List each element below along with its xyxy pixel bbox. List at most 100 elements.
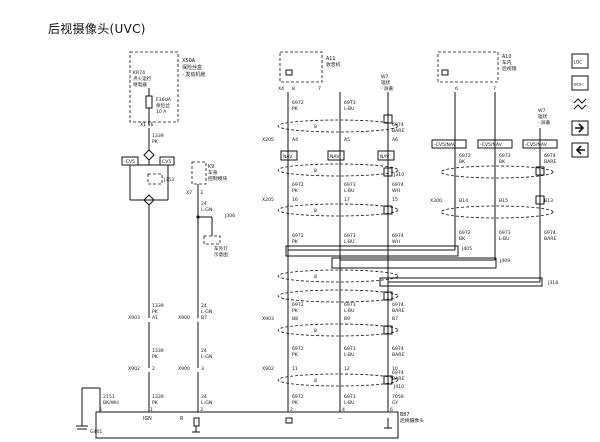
svg-text:24: 24 bbox=[201, 201, 207, 207]
svg-text:6974: 6974 bbox=[392, 346, 404, 352]
svg-text:L-GN: L-GN bbox=[201, 309, 212, 315]
svg-text:LOC: LOC bbox=[574, 60, 583, 66]
fuse-label: 10 A bbox=[156, 109, 167, 115]
svg-text:1339: 1339 bbox=[152, 394, 164, 400]
twisted-pair-shield bbox=[277, 289, 399, 303]
relay-label: 继电器 bbox=[133, 81, 147, 88]
svg-text:BARE: BARE bbox=[544, 159, 556, 165]
svg-text:8: 8 bbox=[314, 378, 317, 384]
svg-text:示意图: 示意图 bbox=[214, 251, 228, 258]
exterior-lamp-ref bbox=[203, 235, 221, 245]
connector-end-view-icon[interactable]: DESC bbox=[571, 75, 589, 91]
svg-text:BARE: BARE bbox=[392, 128, 404, 134]
svg-text:6974: 6974 bbox=[392, 370, 404, 376]
svg-text:6973: 6973 bbox=[499, 153, 511, 159]
circuit-flow-icon[interactable] bbox=[573, 98, 587, 110]
svg-text:A6: A6 bbox=[392, 137, 398, 143]
svg-text:J410: J410 bbox=[393, 384, 404, 390]
svg-text:B13: B13 bbox=[544, 198, 553, 204]
svg-text:6974: 6974 bbox=[544, 230, 556, 236]
svg-text:K9: K9 bbox=[208, 164, 214, 170]
resistor-symbol bbox=[193, 417, 200, 427]
shield-drain bbox=[383, 325, 393, 335]
svg-text:11: 11 bbox=[292, 366, 298, 372]
splice-symbol bbox=[143, 149, 155, 161]
svg-text:6972: 6972 bbox=[292, 182, 304, 188]
svg-text:6972: 6972 bbox=[292, 346, 304, 352]
svg-text:B7: B7 bbox=[392, 316, 398, 322]
svg-text:X205: X205 bbox=[262, 197, 274, 203]
svg-text:7: 7 bbox=[318, 86, 321, 92]
svg-text:24: 24 bbox=[201, 394, 207, 400]
splice-pack bbox=[147, 173, 163, 185]
svg-text:BARE: BARE bbox=[392, 376, 404, 382]
svg-text:W7: W7 bbox=[381, 74, 389, 80]
twisted-pair-shield bbox=[277, 163, 399, 177]
svg-text:X205: X205 bbox=[262, 137, 274, 143]
svg-text:X903: X903 bbox=[262, 316, 274, 322]
svg-text:6973: 6973 bbox=[344, 233, 356, 239]
svg-text:X7: X7 bbox=[186, 190, 192, 196]
svg-text:6972: 6972 bbox=[292, 100, 304, 106]
svg-text:A4: A4 bbox=[292, 137, 298, 143]
svg-text:B9: B9 bbox=[344, 316, 350, 322]
svg-text:B14: B14 bbox=[459, 198, 468, 204]
box-label: 保险丝盒 bbox=[182, 64, 202, 71]
fuse-label: 保险丝 bbox=[156, 102, 170, 109]
previous-page-icon[interactable] bbox=[571, 142, 589, 158]
svg-text:A11: A11 bbox=[326, 56, 335, 62]
shield-ground-labels: W7 辐状 - 屏蔽 W7 辐状 - 屏蔽 bbox=[381, 74, 551, 126]
svg-text:PK: PK bbox=[152, 400, 159, 406]
svg-text:X900: X900 bbox=[178, 315, 190, 321]
svg-text:后视摄像头: 后视摄像头 bbox=[400, 417, 424, 424]
svg-text:X903: X903 bbox=[128, 315, 140, 321]
twisted-pair-shield bbox=[440, 165, 554, 179]
shield-drain bbox=[535, 195, 545, 205]
splice-bar-j409 bbox=[331, 257, 497, 269]
svg-text:10: 10 bbox=[392, 366, 398, 372]
svg-text:CV5: CV5 bbox=[162, 159, 171, 165]
twisted-pair-shield bbox=[277, 269, 399, 283]
radio-a11: A11 收音机 X4 8 7 bbox=[278, 51, 341, 92]
twisted-pair-shield bbox=[440, 205, 554, 219]
svg-text:BARE: BARE bbox=[392, 352, 404, 358]
svg-text:L-BU: L-BU bbox=[344, 106, 355, 112]
option-tag-nav bbox=[377, 150, 395, 161]
locator-view-icon[interactable]: LOC bbox=[571, 53, 589, 69]
svg-text:2: 2 bbox=[290, 407, 293, 413]
svg-text:BK: BK bbox=[459, 236, 466, 242]
svg-text:NAV: NAV bbox=[380, 154, 390, 160]
body-control-module-k9: K9 车身 控制模块 X7 3 24 L-GN J306 车外灯 示意图 24 … bbox=[178, 161, 235, 412]
svg-text:L-BU: L-BU bbox=[344, 308, 355, 314]
svg-text:12: 12 bbox=[344, 366, 350, 372]
svg-text:6973: 6973 bbox=[344, 394, 356, 400]
next-page-icon[interactable] bbox=[571, 120, 589, 136]
svg-text:辐状: 辐状 bbox=[538, 113, 548, 120]
svg-text:8: 8 bbox=[314, 328, 317, 334]
svg-text:3: 3 bbox=[200, 407, 203, 413]
power-circuit-1339: 1339 PK -CV5 CV5 J353 1339 PK X903 A1 13… bbox=[121, 128, 175, 412]
svg-text:A10: A10 bbox=[502, 54, 511, 60]
svg-text:BARE: BARE bbox=[392, 308, 404, 314]
svg-text:BK: BK bbox=[499, 159, 506, 165]
svg-text:- 屏蔽: - 屏蔽 bbox=[538, 119, 551, 126]
svg-text:3: 3 bbox=[201, 366, 204, 372]
option-tag-cv5-nav bbox=[431, 139, 467, 149]
svg-text:车内: 车内 bbox=[502, 59, 512, 66]
svg-text:2151: 2151 bbox=[103, 394, 115, 400]
shield-drain bbox=[383, 167, 393, 177]
fuse-symbol bbox=[145, 95, 153, 109]
svg-text:PK: PK bbox=[292, 352, 299, 358]
pin-label: X1 16 bbox=[140, 122, 153, 128]
svg-text:NAV: NAV bbox=[283, 154, 293, 160]
rearview-mirror-a10: A10 车内 后视镜 6 7 bbox=[437, 51, 517, 92]
svg-text:2: 2 bbox=[152, 366, 155, 372]
shield-drain bbox=[383, 291, 393, 301]
svg-text:BK/WH: BK/WH bbox=[103, 400, 119, 406]
svg-text:6972: 6972 bbox=[459, 230, 471, 236]
svg-text:PK: PK bbox=[292, 188, 299, 194]
svg-text:WH: WH bbox=[392, 188, 400, 194]
svg-text:PK: PK bbox=[292, 239, 299, 245]
fuse-block-x50a: X50A 保险丝盒 - 发动机舱 KR74 点火运行 继电器 F36UA 保险丝… bbox=[129, 51, 205, 128]
